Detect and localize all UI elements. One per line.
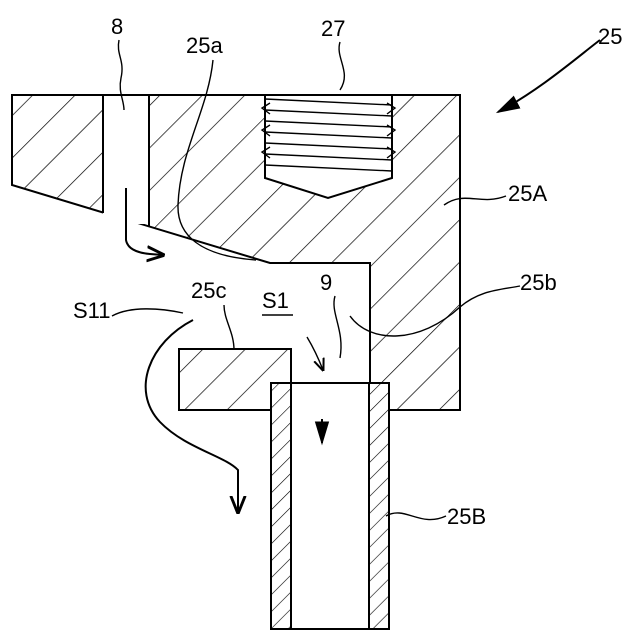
tube-25B	[271, 383, 389, 629]
label-27: 27	[321, 16, 345, 41]
label-9: 9	[320, 270, 332, 295]
threaded-hole-27	[262, 95, 395, 198]
label-S1: S1	[262, 288, 289, 313]
label-25b: 25b	[520, 270, 557, 295]
label-25a: 25a	[186, 33, 223, 58]
label-S11: S11	[73, 298, 111, 323]
label-8: 8	[111, 14, 123, 39]
label-25c: 25c	[191, 278, 226, 303]
label-25B: 25B	[447, 504, 486, 529]
label-25: 25	[598, 24, 622, 49]
label-25A: 25A	[508, 181, 547, 206]
